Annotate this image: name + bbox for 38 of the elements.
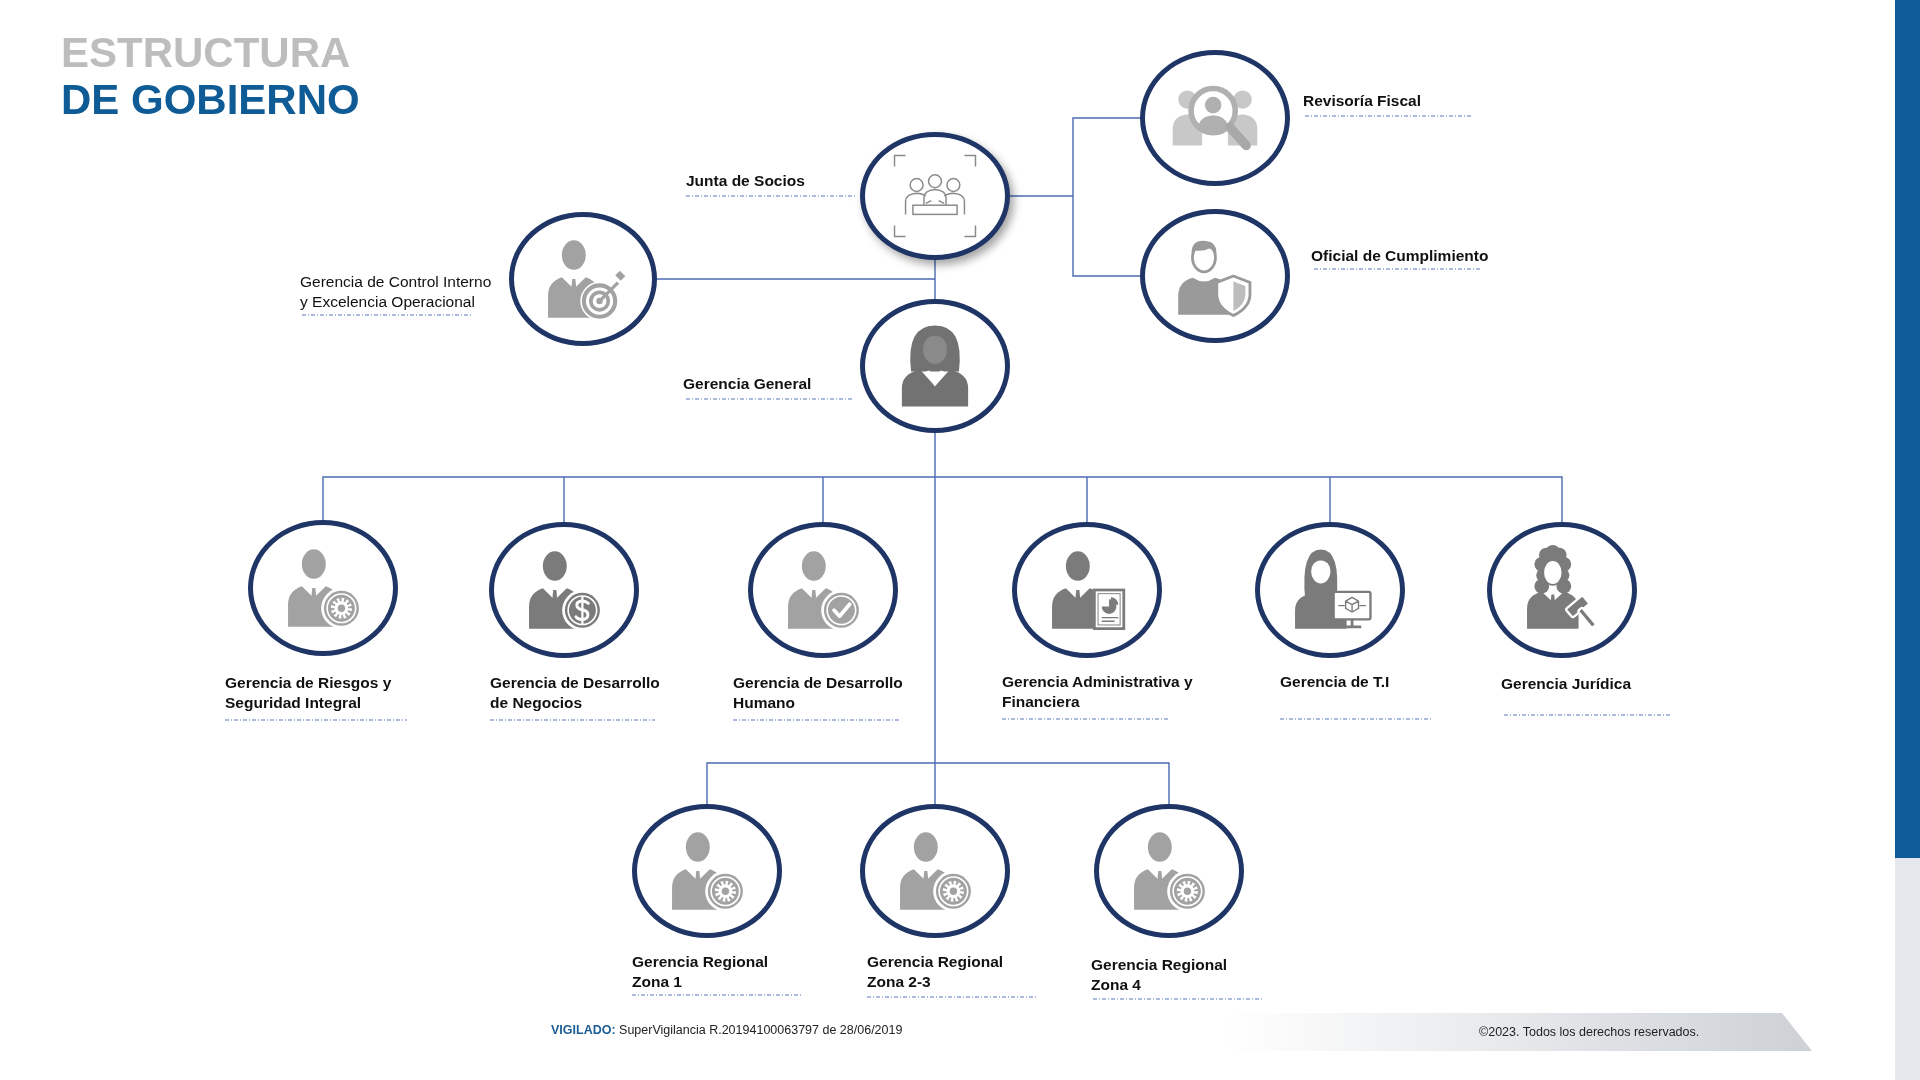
- connector-line: [1329, 476, 1331, 523]
- connector-line: [563, 476, 565, 523]
- node-label: Gerencia General: [683, 374, 813, 394]
- connector-line: [822, 476, 824, 523]
- node-label: Gerencia de Riesgos y Seguridad Integral: [225, 673, 393, 712]
- node-label: Gerencia de Desarrollo de Negocios: [490, 673, 661, 712]
- connector-line: [934, 278, 936, 300]
- node-label: Gerencia Jurídica: [1501, 674, 1633, 694]
- connector-line: [706, 762, 936, 805]
- connector-line: [1072, 117, 1141, 197]
- node-label: Gerencia de Desarrollo Humano: [733, 673, 904, 712]
- connector-line: [1009, 195, 1074, 197]
- copyright-notice: ©2023. Todos los derechos reservados.: [1479, 1024, 1700, 1040]
- connector-line: [1086, 476, 1088, 523]
- connector-line: [934, 762, 936, 805]
- connector-line: [322, 476, 565, 521]
- connector-line: [934, 476, 1088, 478]
- connector-line: [822, 476, 936, 478]
- connector-line: [1086, 476, 1331, 478]
- regulator-notice: VIGILADO: SuperVigilancia R.20194100063797 de 28/06/2019: [551, 1022, 903, 1038]
- node-label: Gerencia Regional Zona 2-3: [867, 952, 1005, 991]
- node-label: Gerencia Regional Zona 1: [632, 952, 770, 991]
- page-title: ESTRUCTURA DE GOBIERNO: [61, 29, 361, 123]
- node-label: Revisoría Fiscal: [1303, 91, 1423, 111]
- connector-line: [934, 432, 936, 478]
- connector-line: [656, 278, 936, 280]
- connector-line: [934, 259, 936, 280]
- node-label: Gerencia de Control Interno y Excelencia Operacional: [300, 272, 493, 311]
- node-label: Gerencia Administrativa y Financiera: [1002, 672, 1194, 711]
- node-label: Oficial de Cumplimiento: [1311, 246, 1490, 266]
- node-label: Junta de Socios: [686, 171, 806, 191]
- node-label: Gerencia de T.I: [1280, 672, 1391, 692]
- node-label: Gerencia Regional Zona 4: [1091, 955, 1229, 994]
- connector-line: [1072, 195, 1141, 277]
- connector-line: [1329, 476, 1563, 523]
- connector-line: [563, 476, 824, 478]
- connector-line: [934, 476, 936, 764]
- connector-line: [934, 762, 1170, 805]
